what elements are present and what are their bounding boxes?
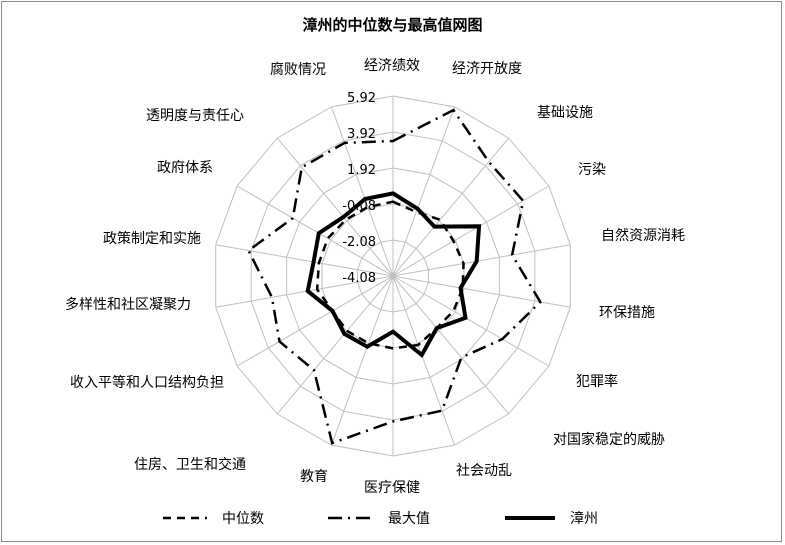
grid-spoke — [276, 137, 394, 277]
category-label: 腐败情况 — [270, 62, 326, 78]
grid-spoke — [276, 275, 394, 415]
category-label: 对国家稳定的威胁 — [553, 432, 665, 448]
grid-spoke — [392, 275, 510, 415]
grid-spoke — [236, 275, 394, 367]
radial-tick-label: 1.92 — [347, 163, 376, 178]
grid-spoke — [236, 185, 394, 277]
category-label: 污染 — [578, 162, 606, 178]
category-label: 环保措施 — [599, 305, 655, 321]
grid-spoke — [392, 275, 456, 446]
category-label: 多样性和社区凝聚力 — [65, 297, 191, 313]
category-label: 收入平等和人口结构负担 — [70, 375, 224, 391]
grid-spoke — [392, 137, 510, 277]
category-label: 经济绩效 — [364, 58, 420, 74]
legend-label-max: 最大值 — [388, 511, 430, 527]
category-label: 政策制定和实施 — [103, 231, 201, 247]
legend-label-zhangzhou: 漳州 — [570, 511, 598, 527]
radial-tick-label: -4.08 — [342, 271, 376, 286]
category-label: 教育 — [300, 469, 328, 485]
category-label: 住房、卫生和交通 — [134, 457, 246, 473]
category-label: 医疗保健 — [364, 480, 420, 496]
grid-spoke — [215, 244, 394, 277]
category-label: 自然资源消耗 — [601, 228, 685, 244]
grid-spoke — [392, 185, 550, 277]
chart-title: 漳州的中位数与最高值网图 — [302, 16, 483, 34]
radial-tick-label: 3.92 — [347, 127, 376, 142]
grid-spoke — [392, 244, 571, 277]
category-label: 犯罪率 — [576, 374, 618, 390]
grid-spoke — [392, 275, 550, 367]
category-label: 社会动乱 — [456, 463, 512, 479]
category-label: 基础设施 — [537, 105, 593, 121]
grid-spoke — [330, 106, 394, 277]
category-label: 政府体系 — [157, 160, 213, 176]
grid-spoke — [215, 275, 394, 308]
legend-label-median: 中位数 — [222, 511, 264, 527]
category-label: 经济开放度 — [452, 61, 522, 77]
category-label: 透明度与责任心 — [146, 108, 244, 124]
grid-spoke — [330, 275, 394, 446]
radial-tick-label: 5.92 — [347, 91, 376, 106]
radial-tick-label: -2.08 — [342, 235, 376, 250]
grid-spoke — [392, 106, 456, 277]
